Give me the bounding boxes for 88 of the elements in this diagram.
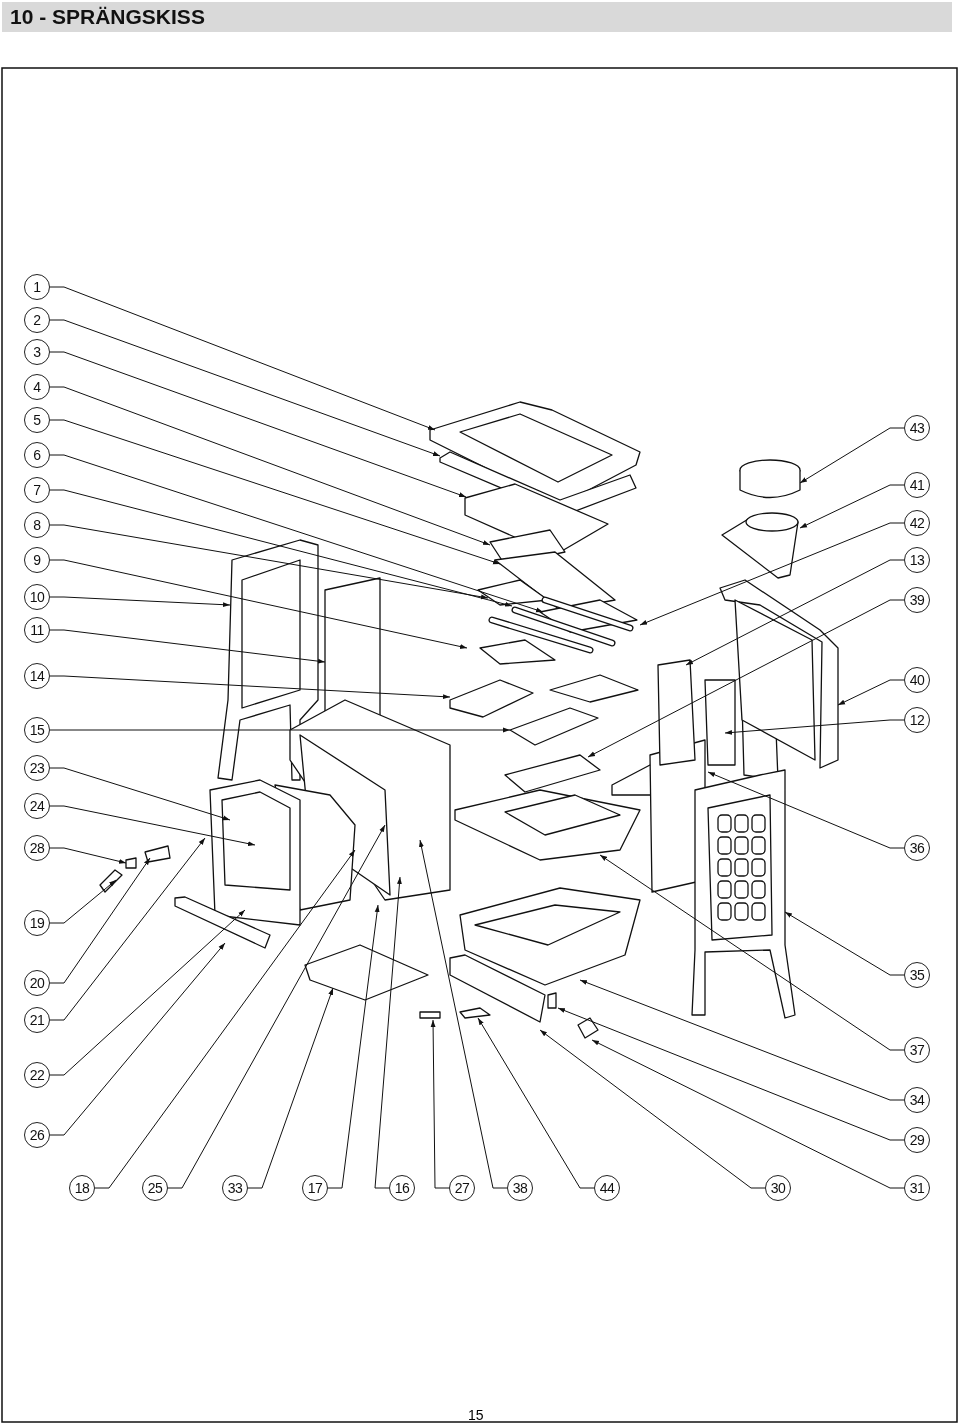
page-title: 10 - SPRÄNGSKISS: [2, 2, 952, 32]
leader-line: [539, 1029, 766, 1189]
callout-number: 37: [904, 1037, 930, 1063]
callout-number: 34: [904, 1087, 930, 1113]
leader-line: [49, 847, 127, 864]
leader-line: [599, 854, 905, 1051]
leader-line: [557, 1007, 905, 1141]
leader-line: [49, 419, 501, 565]
callout-number: 17: [302, 1175, 328, 1201]
callout-number: 6: [24, 442, 50, 468]
leader-line: [49, 559, 468, 649]
page-number: 15: [468, 1407, 484, 1423]
leader-line: [837, 679, 905, 706]
leader-line: [49, 351, 467, 498]
callout-number: 4: [24, 374, 50, 400]
callout-number: 35: [904, 962, 930, 988]
callout-number: 5: [24, 407, 50, 433]
callout-number: 31: [904, 1175, 930, 1201]
callout-number: 10: [24, 584, 50, 610]
leader-line: [49, 879, 117, 924]
leader-line: [49, 857, 151, 984]
leader-line: [49, 909, 246, 1076]
callout-number: 12: [904, 707, 930, 733]
leader-line: [327, 904, 380, 1189]
leader-line: [477, 1017, 595, 1189]
leader-line: [49, 837, 206, 1021]
leader-line: [587, 599, 905, 758]
callout-number: 27: [449, 1175, 475, 1201]
callout-number: 40: [904, 667, 930, 693]
leader-line: [49, 286, 436, 431]
callout-number: 28: [24, 835, 50, 861]
callout-number: 22: [24, 1062, 50, 1088]
leader-line: [49, 386, 491, 546]
leader-line: [579, 979, 905, 1101]
callout-number: 13: [904, 547, 930, 573]
leader-line: [374, 876, 402, 1189]
callout-number: 38: [507, 1175, 533, 1201]
callout-number: 42: [904, 510, 930, 536]
leader-line: [49, 524, 489, 600]
leader-line: [247, 987, 334, 1189]
callout-number: 11: [24, 617, 50, 643]
callout-number: 30: [765, 1175, 791, 1201]
callout-number: 18: [69, 1175, 95, 1201]
leader-line: [49, 454, 544, 613]
callout-number: 21: [24, 1007, 50, 1033]
callout-number: 36: [904, 835, 930, 861]
callout-number: 2: [24, 307, 50, 333]
callout-number: 19: [24, 910, 50, 936]
leader-line: [419, 839, 508, 1189]
callout-number: 16: [389, 1175, 415, 1201]
callout-number: 7: [24, 477, 50, 503]
leader-line: [49, 596, 231, 608]
leader-line: [639, 522, 905, 626]
leader-line: [49, 805, 256, 846]
leader-line: [799, 484, 905, 529]
leader-line: [724, 719, 905, 735]
leader-line: [49, 629, 326, 664]
leader-line: [430, 1019, 450, 1189]
leader-line: [707, 771, 905, 849]
callout-number: 41: [904, 472, 930, 498]
leader-line: [49, 767, 231, 821]
callout-number: 24: [24, 793, 50, 819]
callout-number: 26: [24, 1122, 50, 1148]
callout-number: 20: [24, 970, 50, 996]
leader-line: [685, 559, 905, 666]
callout-number: 33: [222, 1175, 248, 1201]
callout-number: 1: [24, 274, 50, 300]
leader-line: [799, 427, 905, 484]
leader-line: [94, 849, 356, 1189]
callout-number: 9: [24, 547, 50, 573]
callout-number: 29: [904, 1127, 930, 1153]
leader-line: [591, 1039, 905, 1189]
leader-line: [49, 675, 451, 700]
callout-number: 23: [24, 755, 50, 781]
callout-number: 25: [142, 1175, 168, 1201]
callout-number: 39: [904, 587, 930, 613]
callout-number: 43: [904, 415, 930, 441]
leader-line: [784, 911, 905, 976]
callout-number: 44: [594, 1175, 620, 1201]
callout-number: 8: [24, 512, 50, 538]
leader-line: [167, 824, 386, 1189]
callout-number: 14: [24, 663, 50, 689]
leader-line: [49, 727, 511, 733]
leader-line: [49, 319, 441, 457]
leader-line: [49, 942, 226, 1136]
callout-number: 15: [24, 717, 50, 743]
leader-line: [49, 489, 513, 607]
callout-number: 3: [24, 339, 50, 365]
